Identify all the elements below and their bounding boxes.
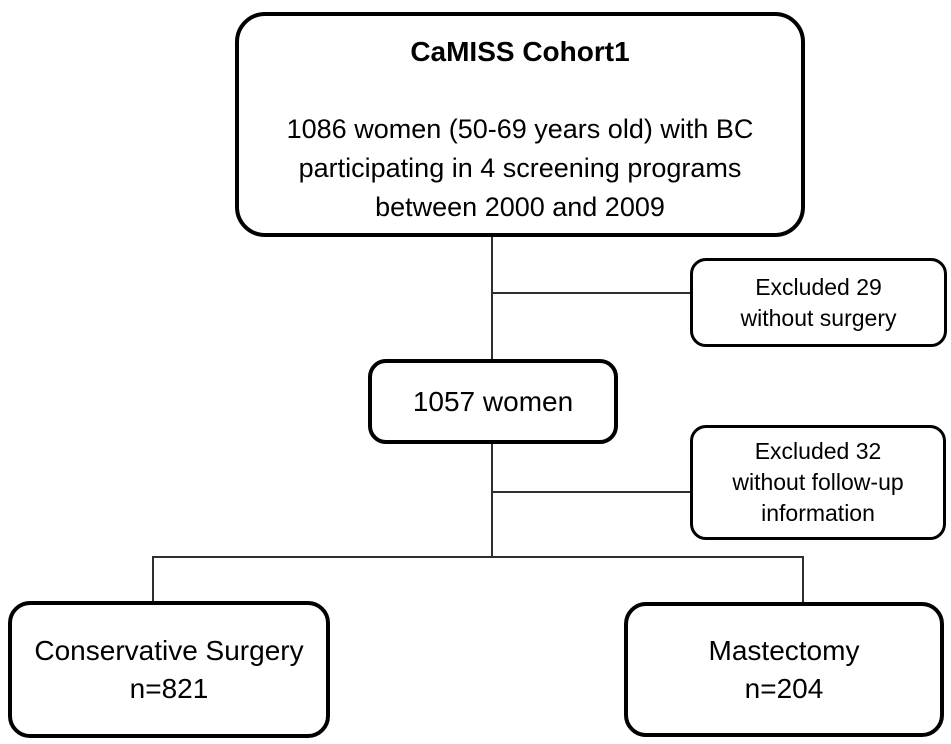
node-conservative-surgery: Conservative Surgery n=821 <box>8 601 330 738</box>
cohort-description-line: 1086 women (50-69 years old) with BC <box>286 114 754 144</box>
mastectomy-count: n=204 <box>744 672 824 704</box>
node-1057-women: 1057 women <box>368 359 618 444</box>
cohort-title: CaMISS Cohort1 <box>410 36 630 67</box>
excluded-surgery-line: Excluded 29 <box>755 273 882 300</box>
cohort-description-line: between 2000 and 2009 <box>375 192 665 222</box>
excluded-surgery-line: without surgery <box>740 304 897 331</box>
node-cohort: CaMISS Cohort1 1086 women (50-69 years o… <box>235 12 805 237</box>
connector-branch-excluded-surgery <box>492 292 690 294</box>
node-excluded-without-surgery: Excluded 29 without surgery <box>690 258 947 347</box>
excluded-followup-line: Excluded 32 <box>754 438 882 464</box>
node-mastectomy: Mastectomy n=204 <box>624 602 944 737</box>
connector-branch-excluded-followup <box>492 491 690 493</box>
excluded-followup-line: information <box>761 500 875 526</box>
excluded-followup-line: without follow-up <box>732 469 904 495</box>
connector-drop-mastectomy <box>802 556 804 603</box>
node-excluded-without-followup: Excluded 32 without follow-up informatio… <box>690 425 946 540</box>
cohort-description-line: participating in 4 screening programs <box>298 153 742 183</box>
connector-split-horizontal <box>152 556 804 558</box>
conservative-surgery-count: n=821 <box>129 672 209 704</box>
mastectomy-label: Mastectomy <box>708 634 860 666</box>
connector-drop-conservative <box>152 556 154 602</box>
cohort-description: 1086 women (50-69 years old) with BC par… <box>287 110 754 227</box>
connector-cohort-to-women <box>491 237 493 359</box>
connector-women-to-split <box>491 444 493 558</box>
women-count-label: 1057 women <box>412 385 574 417</box>
conservative-surgery-label: Conservative Surgery <box>34 634 304 666</box>
